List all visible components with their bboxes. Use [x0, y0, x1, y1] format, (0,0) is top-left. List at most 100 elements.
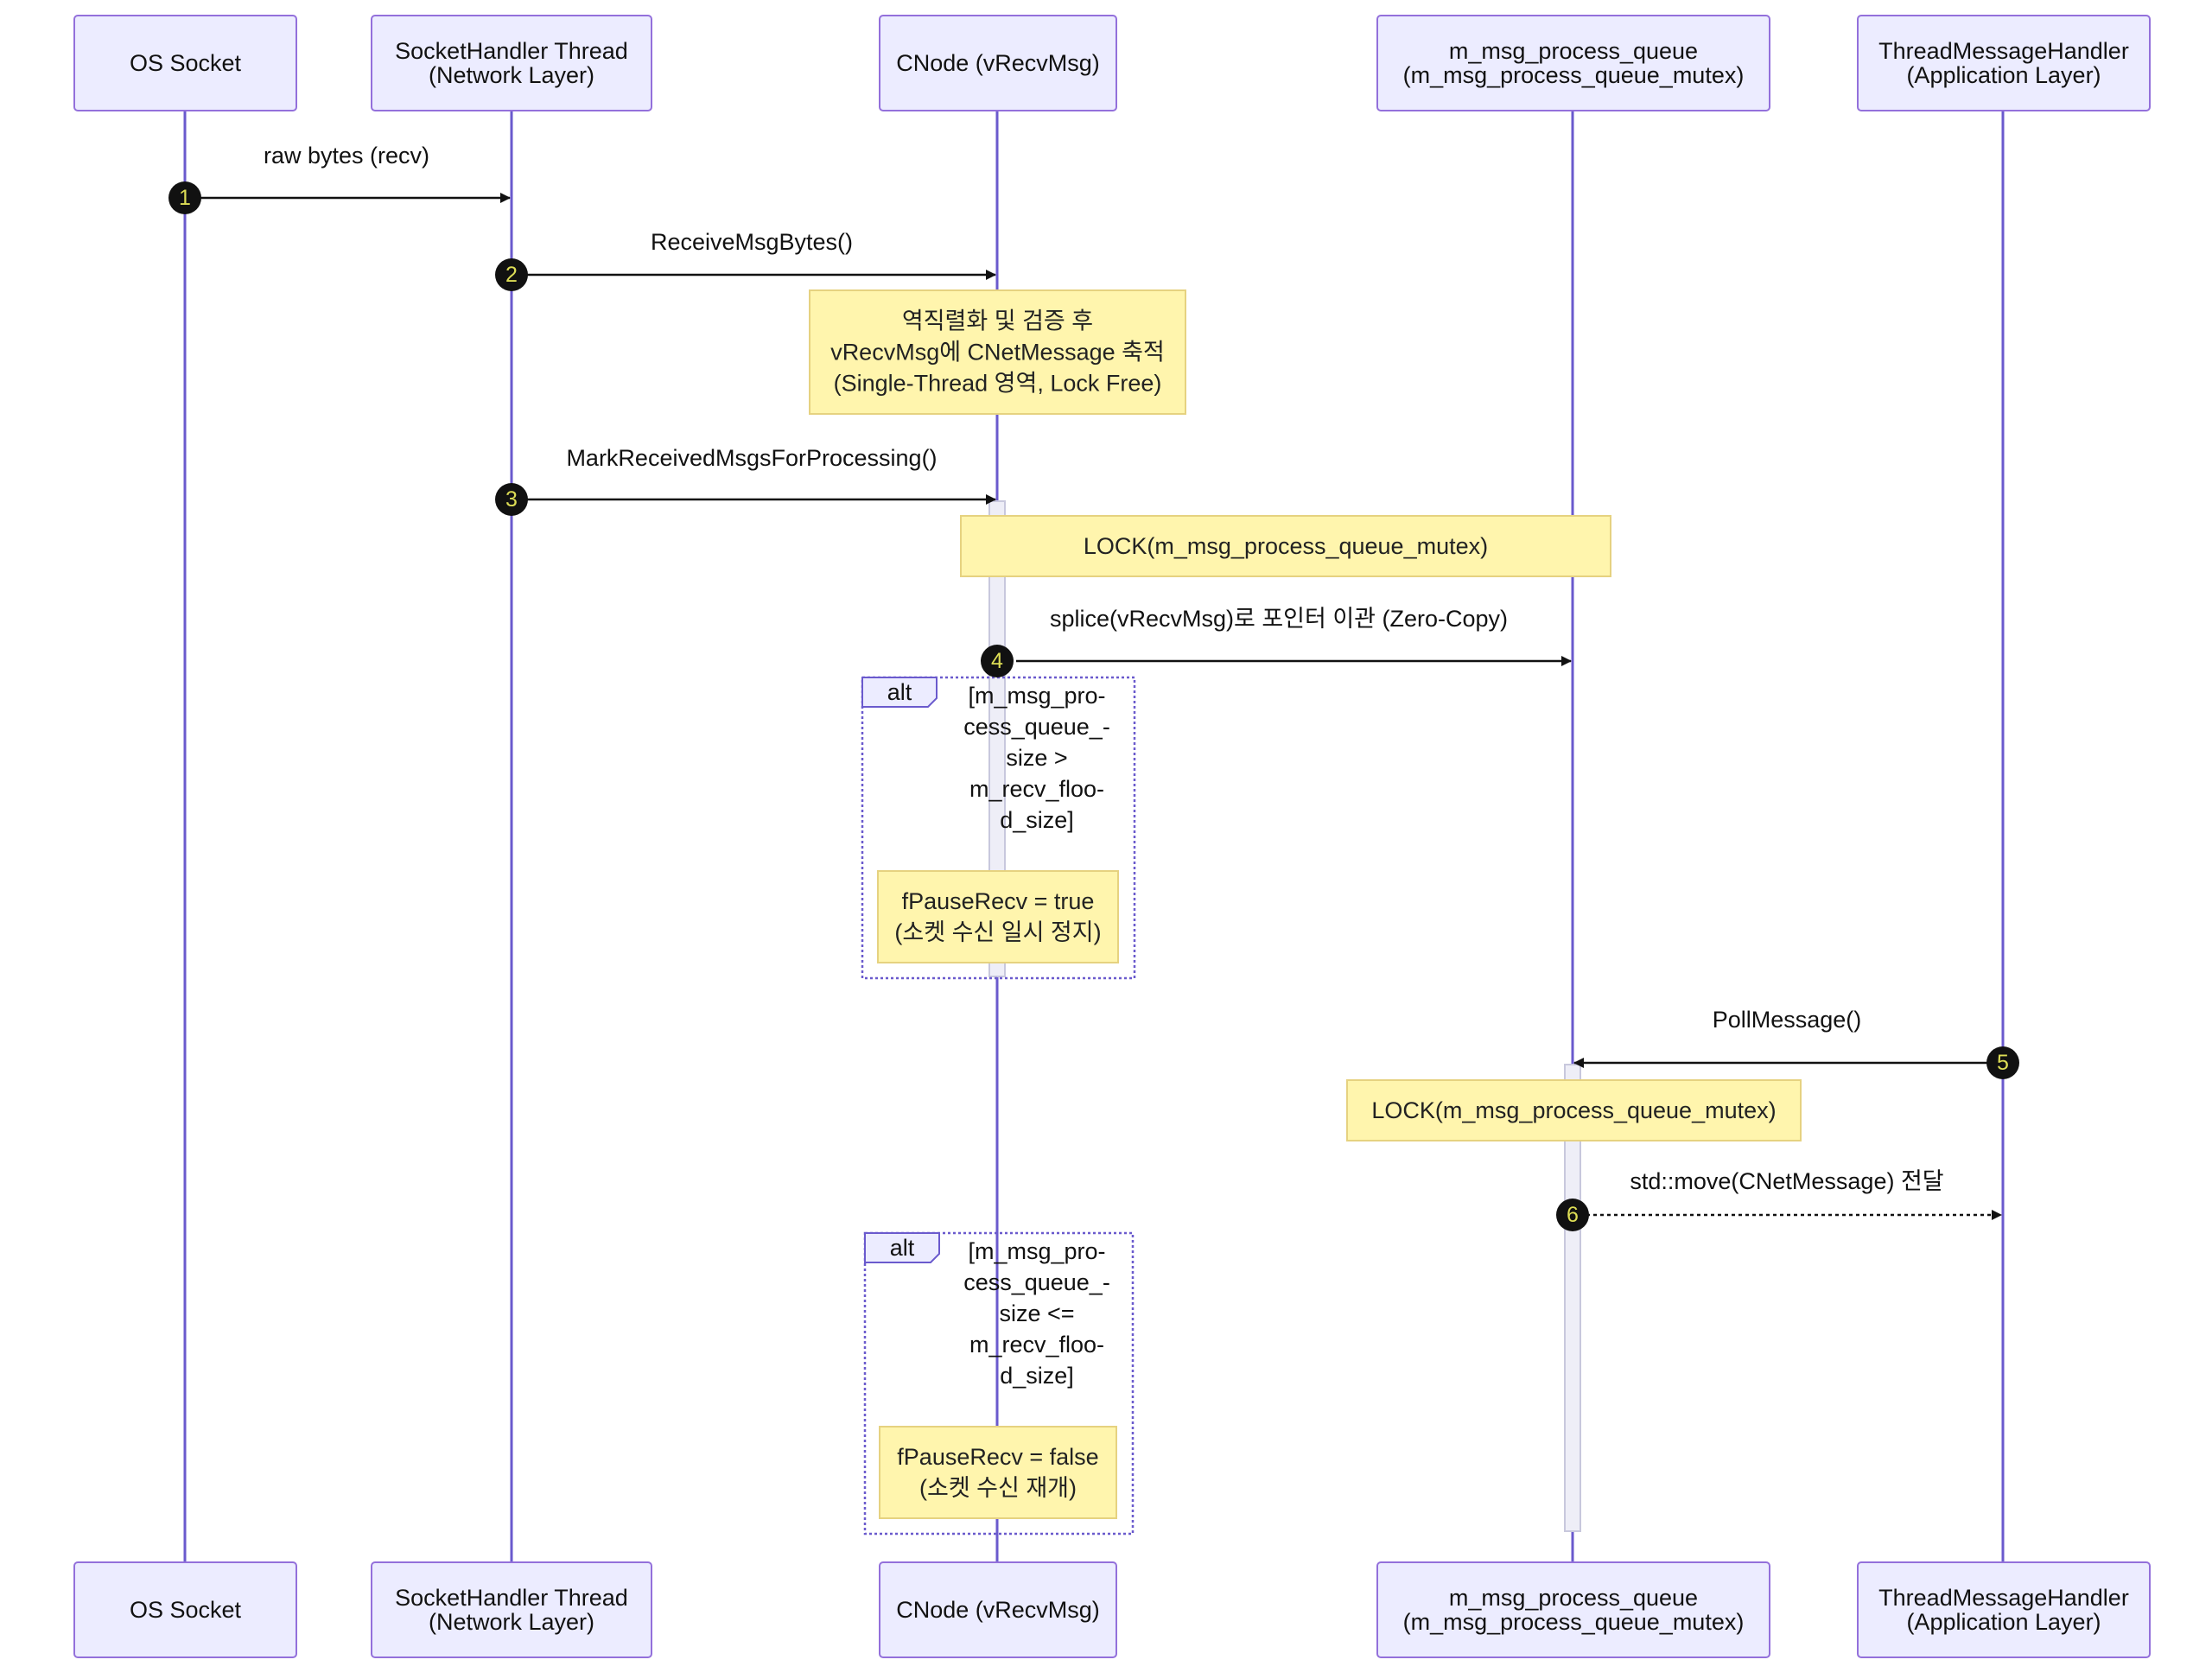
alt-condition: m_recv_floo-: [969, 1332, 1104, 1358]
alt-condition: [m_msg_pro-: [968, 1238, 1105, 1264]
participant-box: [1376, 1561, 1770, 1658]
alt-frame: [861, 676, 1136, 980]
alt-condition: d_size]: [1000, 1363, 1074, 1389]
note-text: fPauseRecv = true: [902, 888, 1095, 914]
participant-label: CNode (vRecvMsg): [896, 50, 1100, 76]
sequence-number-badge: [1986, 1046, 2019, 1079]
participant-box: [73, 15, 297, 111]
note-box: [877, 870, 1119, 963]
sequence-number-badge: [1556, 1199, 1589, 1231]
message-label: MarkReceivedMsgsForProcessing(): [566, 445, 937, 471]
note-text: (소켓 수신 재개): [919, 1475, 1077, 1501]
note-text: 역직렬화 및 검증 후: [902, 308, 1093, 334]
message-label: std::move(CNetMessage) 전달: [1630, 1168, 1943, 1194]
message-label: splice(vRecvMsg)로 포인터 이관 (Zero-Copy): [1050, 606, 1508, 632]
participant-cn-top: CNode (vRecvMsg): [879, 15, 1117, 111]
participant-box: [1857, 15, 2151, 111]
participant-label: (Application Layer): [1906, 1609, 2101, 1635]
note-text: fPauseRecv = false: [897, 1444, 1098, 1470]
participant-label: (Network Layer): [429, 62, 594, 88]
participant-mq-top: m_msg_process_queue(m_msg_process_queue_…: [1376, 15, 1770, 111]
sequence-number: 4: [991, 649, 1003, 673]
alt-condition: size <=: [999, 1300, 1074, 1326]
participant-tm-bottom: ThreadMessageHandler(Application Layer): [1857, 1561, 2151, 1658]
participant-mq-bottom: m_msg_process_queue(m_msg_process_queue_…: [1376, 1561, 1770, 1658]
sequence-number: 5: [1997, 1051, 2009, 1075]
note-box: [879, 1426, 1117, 1519]
alt-label-box: [861, 677, 938, 708]
participant-box: [879, 1561, 1117, 1658]
sequence-number-badge: [495, 483, 528, 516]
message-label: PollMessage(): [1713, 1007, 1862, 1033]
note-text: LOCK(m_msg_process_queue_mutex): [1084, 533, 1488, 559]
note-text: (Single-Thread 영역, Lock Free): [834, 371, 1162, 397]
participant-label: m_msg_process_queue: [1449, 38, 1698, 64]
participant-cn-bottom: CNode (vRecvMsg): [879, 1561, 1117, 1658]
participant-label: (m_msg_process_queue_mutex): [1403, 1609, 1745, 1635]
alt-condition: m_recv_floo-: [969, 776, 1104, 802]
alt-frame: [863, 1231, 1135, 1536]
alt-block-alt1: alt [m_msg_pro-cess_queue_-size > m_recv_f…: [861, 676, 1136, 980]
note-deserialize: 역직렬화 및 검증 후 vRecvMsg에 CNetMessage 축적 (Sing…: [809, 289, 1186, 415]
note-text: vRecvMsg에 CNetMessage 축적: [830, 340, 1165, 366]
participant-box: [1376, 15, 1770, 111]
participant-label: (m_msg_process_queue_mutex): [1403, 62, 1745, 88]
activation-bar-queue: [1564, 1064, 1581, 1532]
participant-label: CNode (vRecvMsg): [896, 1597, 1100, 1623]
alt-condition: [m_msg_pro-: [968, 683, 1105, 709]
participant-label: (Application Layer): [1906, 62, 2101, 88]
alt-condition: size >: [1006, 745, 1067, 771]
alt-keyword: alt: [890, 1235, 915, 1261]
note-lock1: LOCK(m_msg_process_queue_mutex): [960, 515, 1611, 577]
note-box: [960, 515, 1611, 577]
message-label: raw bytes (recv): [264, 143, 429, 169]
note-box: [1346, 1079, 1802, 1141]
participant-label: ThreadMessageHandler: [1878, 1585, 2129, 1611]
sequence-number: 6: [1567, 1203, 1579, 1227]
message-label: ReceiveMsgBytes(): [651, 229, 853, 255]
participant-sh-bottom: SocketHandler Thread(Network Layer): [371, 1561, 652, 1658]
message-6: std::move(CNetMessage) 전달6: [1556, 1168, 2002, 1231]
participant-box: [73, 1561, 297, 1658]
note-box: [809, 289, 1186, 415]
participant-box: [371, 1561, 652, 1658]
participant-label: ThreadMessageHandler: [1878, 38, 2129, 64]
alt-keyword: alt: [887, 679, 912, 705]
note-text: LOCK(m_msg_process_queue_mutex): [1371, 1097, 1776, 1123]
note-lock2: LOCK(m_msg_process_queue_mutex): [1346, 1079, 1802, 1141]
note-pause: fPauseRecv = true (소켓 수신 일시 정지): [877, 870, 1119, 963]
participant-label: m_msg_process_queue: [1449, 1585, 1698, 1611]
participant-sh-top: SocketHandler Thread(Network Layer): [371, 15, 652, 111]
alt-label-box: [864, 1232, 940, 1263]
sequence-number-badge: [981, 645, 1014, 677]
sequence-number: 1: [179, 186, 191, 210]
participant-label: SocketHandler Thread: [395, 38, 628, 64]
sequence-number: 2: [505, 263, 518, 287]
message-1: raw bytes (recv) 1: [168, 143, 511, 214]
alt-condition: d_size]: [1000, 807, 1074, 833]
sequence-number-badge: [495, 258, 528, 291]
participant-label: OS Socket: [130, 1597, 242, 1623]
sequence-number-badge: [168, 181, 201, 214]
participant-tm-top: ThreadMessageHandler(Application Layer): [1857, 15, 2151, 111]
message-4: splice(vRecvMsg)로 포인터 이관 (Zero-Copy) 4: [981, 606, 1572, 677]
sequence-number: 3: [505, 487, 518, 512]
alt-condition: cess_queue_-: [963, 1269, 1110, 1295]
participant-box: [371, 15, 652, 111]
activation-bar-cnode: [988, 500, 1006, 977]
participant-os-top: OS Socket: [73, 15, 297, 111]
message-2: ReceiveMsgBytes() 2: [495, 229, 996, 291]
participant-os-bottom: OS Socket: [73, 1561, 297, 1658]
message-5: PollMessage() 5: [1573, 1007, 2019, 1079]
note-text: (소켓 수신 일시 정지): [894, 919, 1101, 945]
participant-label: OS Socket: [130, 50, 242, 76]
alt-block-alt2: alt [m_msg_pro-cess_queue_-size <= m_recv_…: [863, 1231, 1135, 1536]
message-3: MarkReceivedMsgsForProcessing() 3: [495, 445, 996, 516]
participant-box: [1857, 1561, 2151, 1658]
participant-box: [879, 15, 1117, 111]
alt-condition: cess_queue_-: [963, 714, 1110, 740]
participant-label: SocketHandler Thread: [395, 1585, 628, 1611]
note-resume: fPauseRecv = false (소켓 수신 재개): [879, 1426, 1117, 1519]
participant-label: (Network Layer): [429, 1609, 594, 1635]
